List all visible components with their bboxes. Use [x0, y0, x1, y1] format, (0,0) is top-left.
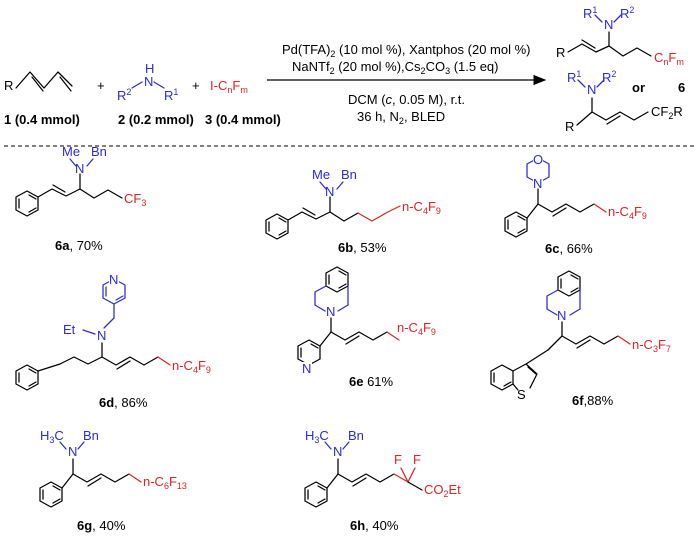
plus-sign-2: + [192, 78, 200, 93]
product-6d: N N Et n-C4F9 6d, 86% [15, 272, 211, 410]
conditions-line-3: DCM (c, 0.05 M), r.t. [348, 92, 465, 107]
product-6b: N Me Bn n-C4F9 6b, 53% [265, 167, 441, 255]
svg-text:Bn: Bn [341, 167, 357, 182]
svg-text:n-C6F13: n-C6F13 [143, 474, 187, 491]
svg-text:N: N [326, 304, 335, 319]
reactant2-label: 2 (0.2 mmol) [118, 112, 194, 127]
product-linear: R1 R2 N R CnFm [556, 5, 684, 67]
amine-h: H [145, 61, 154, 76]
svg-text:N: N [333, 444, 342, 459]
product-6a: N Me Bn CF3 6a, 70% [15, 144, 146, 253]
svg-text:N: N [109, 272, 118, 287]
svg-text:Me: Me [62, 144, 80, 159]
svg-text:H3C: H3C [40, 428, 64, 445]
svg-text:N: N [325, 184, 334, 199]
product-6f: N S n-C3F7 6f,88% [490, 270, 671, 408]
product-6e: N N n-C4F9 6e 61% [297, 266, 436, 389]
svg-text:N: N [533, 176, 542, 191]
svg-text:6c, 66%: 6c, 66% [545, 241, 593, 256]
svg-text:R1: R1 [164, 87, 178, 103]
svg-text:CnFm: CnFm [654, 50, 684, 67]
svg-text:6f,88%: 6f,88% [572, 393, 614, 408]
svg-text:I-CnFm: I-CnFm [210, 78, 248, 95]
svg-text:n-C4F9: n-C4F9 [172, 358, 211, 375]
svg-text:O: O [533, 152, 543, 167]
product-branched: R1 R2 N R CF2R [565, 69, 683, 134]
svg-text:R2: R2 [620, 5, 634, 21]
svg-text:R2: R2 [602, 69, 616, 85]
svg-text:6e 61%: 6e 61% [349, 374, 394, 389]
svg-text:N: N [97, 328, 106, 343]
svg-text:CF2R: CF2R [651, 104, 683, 121]
svg-text:R1: R1 [567, 69, 581, 85]
conditions-line-1: Pd(TFA)2 (10 mol %), Xantphos (20 mol %) [282, 42, 531, 59]
reactant3-label: 3 (0.4 mmol) [205, 112, 281, 127]
svg-text:Bn: Bn [348, 428, 364, 443]
svg-text:6d, 86%: 6d, 86% [99, 395, 148, 410]
svg-text:6g, 40%: 6g, 40% [77, 518, 126, 533]
svg-text:N: N [587, 82, 596, 97]
svg-text:CO2Et: CO2Et [424, 482, 461, 499]
svg-text:6b, 53%: 6b, 53% [338, 240, 387, 255]
conditions-line-2: NaNTf2 (20 mol %),Cs2CO3 (1.5 eq) [292, 59, 499, 76]
svg-text:n-C3F7: n-C3F7 [632, 337, 671, 354]
svg-text:R: R [565, 119, 574, 134]
svg-text:n-C4F9: n-C4F9 [608, 204, 647, 221]
product-6h: H3C Bn N F F CO2Et 6h, 40% [304, 428, 461, 533]
svg-text:Bn: Bn [83, 428, 99, 443]
conditions-line-4: 36 h, N2, BLED [357, 109, 445, 126]
svg-text:N: N [557, 308, 566, 323]
svg-text:CF3: CF3 [124, 191, 146, 208]
svg-text:6a, 70%: 6a, 70% [55, 238, 103, 253]
svg-text:R: R [4, 78, 13, 93]
svg-text:N: N [75, 161, 84, 176]
plus-sign: + [97, 78, 105, 93]
svg-text:Me: Me [312, 167, 330, 182]
reactant1-label: 1 (0.4 mmol) [4, 112, 80, 127]
svg-text:Bn: Bn [91, 144, 107, 159]
svg-text:N: N [68, 444, 77, 459]
svg-text:R: R [556, 45, 565, 60]
amine-n: N [144, 74, 153, 89]
reactant-perfluoroalkyl-iodide: I-CnFm 3 (0.4 mmol) [205, 78, 281, 127]
svg-text:N: N [604, 17, 613, 32]
svg-text:n-C4F9: n-C4F9 [402, 199, 441, 216]
reactant-diene: R 1 (0.4 mmol) [4, 71, 80, 127]
svg-text:R1: R1 [583, 5, 597, 21]
product-6c: O N n-C4F9 6c, 66% [504, 152, 647, 256]
or-label: or [632, 80, 645, 95]
svg-text:6h, 40%: 6h, 40% [350, 518, 399, 533]
svg-text:F: F [394, 452, 402, 467]
svg-text:Et: Et [63, 322, 76, 337]
product-6g: H3C Bn N n-C6F13 6g, 40% [39, 428, 187, 533]
svg-text:R2: R2 [117, 87, 131, 103]
svg-text:F: F [413, 452, 421, 467]
reactant-amine: H N R2 R1 2 (0.2 mmol) [117, 61, 194, 127]
product-number: 6 [678, 80, 685, 95]
svg-text:S: S [517, 387, 526, 402]
svg-text:H3C: H3C [305, 428, 329, 445]
svg-text:n-C4F9: n-C4F9 [397, 320, 436, 337]
svg-text:N: N [302, 361, 311, 376]
